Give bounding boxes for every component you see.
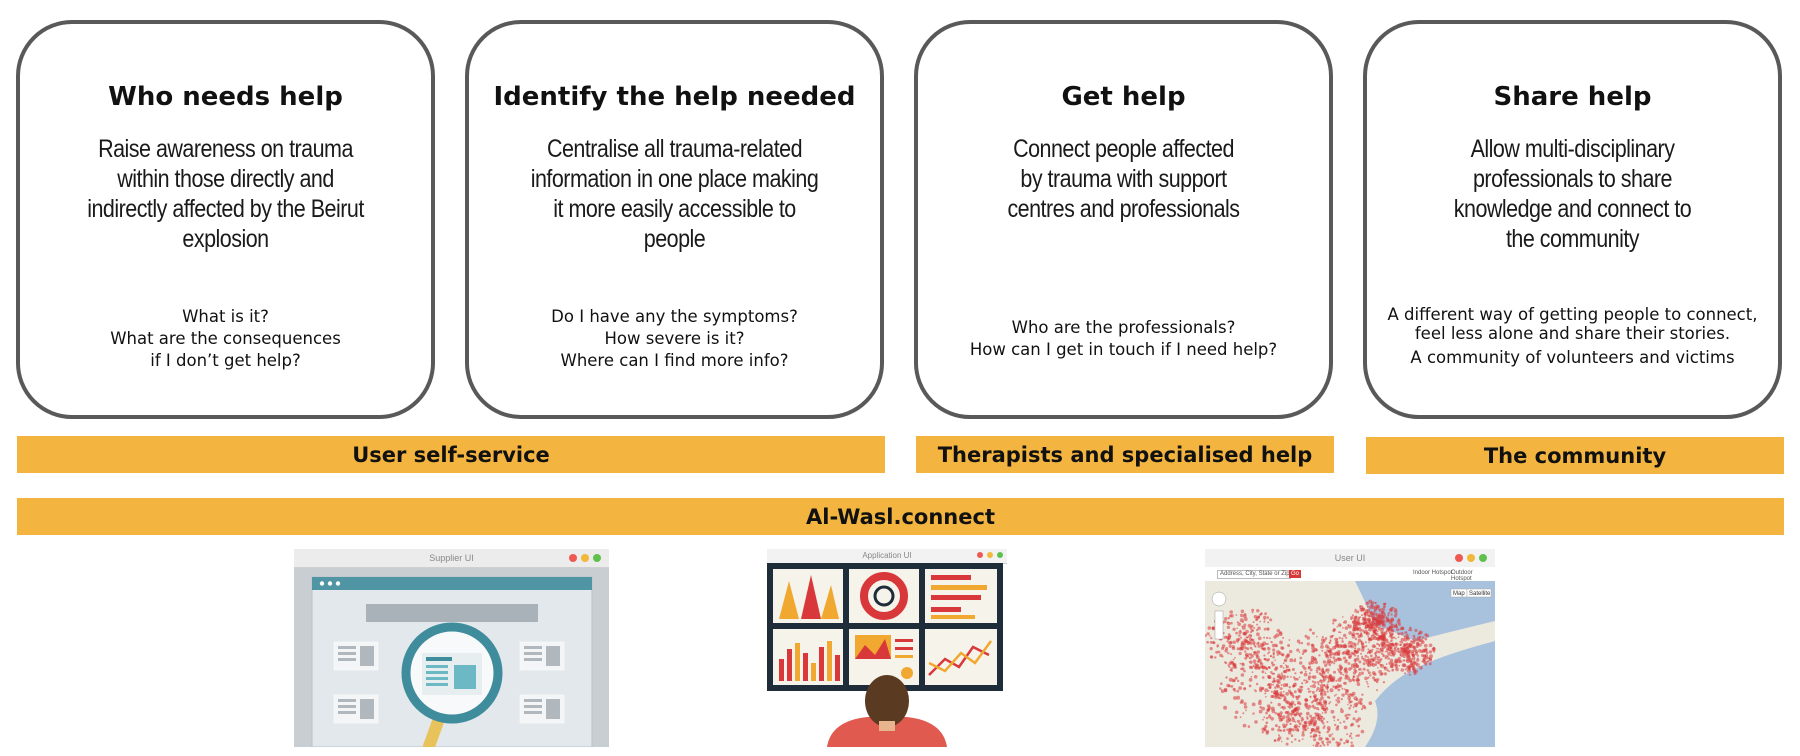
window-title: User UI [1334,553,1366,563]
card-questions: A different way of getting people to con… [1375,305,1770,367]
question: How can I get in touch if I need help? [969,340,1278,359]
window-controls [1455,554,1487,562]
window-titlebar: Supplier UI [294,549,609,568]
search-field[interactable]: Address, City, State or Zip [1217,570,1291,579]
window-controls [977,552,1003,558]
card-title: Get help [1061,82,1186,112]
supplier-ui-screenshot: Supplier UI [294,549,609,747]
map-toolbar: Address, City, State or Zip Go Indoor Ho… [1205,567,1495,582]
card-questions: Who are the professionals? How can I get… [930,317,1317,361]
legend-outdoor: Outdoor Hotspot [1451,570,1473,582]
window-title: Application UI [862,551,912,560]
question: A different way of getting people to con… [1387,305,1758,343]
question: What are the consequences if I don’t get… [110,329,341,370]
card-get-help: Get help Connect people affected by trau… [914,20,1333,419]
card-description: Connect people affected by trauma with s… [1007,135,1240,223]
band-therapists: Therapists and specialised help [916,436,1334,473]
magnifier-over-document-icon [311,576,593,747]
window-titlebar: Application UI [767,549,1007,564]
card-description: Centralise all trauma-related informatio… [530,135,819,253]
question: Where can I find more info? [560,351,789,370]
satellite-button[interactable]: Satellite [1469,591,1491,597]
go-button[interactable]: Go [1289,570,1302,578]
card-identify-help: Identify the help needed Centralise all … [465,20,884,419]
map-button[interactable]: Map [1453,591,1465,597]
band-platform: Al-Wasl.connect [17,498,1784,535]
card-title: Who needs help [108,82,343,112]
question: How severe is it? [604,329,745,348]
question: What is it? [182,307,269,326]
question: Who are the professionals? [1011,318,1236,337]
band-community: The community [1366,437,1784,474]
band-user-self-service: User self-service [17,436,885,473]
question: Do I have any the symptoms? [551,307,798,326]
window-titlebar: User UI [1205,549,1495,568]
card-share-help: Share help Allow multi-disciplinary prof… [1363,20,1782,419]
card-title: Identify the help needed [493,82,856,112]
user-ui-screenshot: User UI Address, City, State or Zip Go I… [1205,549,1495,747]
card-questions: What is it? What are the consequences if… [110,306,341,372]
card-description: Allow multi-disciplinary professionals t… [1453,135,1692,253]
heatmap-icon: Map Satellite [1205,581,1495,747]
card-description: Raise awareness on trauma within those d… [87,135,364,253]
card-who-needs-help: Who needs help Raise awareness on trauma… [16,20,435,419]
dashboard-monitor-icon [767,563,1003,747]
application-ui-screenshot: Application UI [767,549,1007,747]
card-title: Share help [1493,82,1652,112]
legend-indoor: Indoor Hotspot [1413,570,1453,576]
question: A community of volunteers and victims [1410,348,1735,367]
card-questions: Do I have any the symptoms? How severe i… [481,306,868,372]
heatmap-dots [1205,599,1436,747]
window-controls [569,554,601,562]
window-title: Supplier UI [429,553,474,563]
